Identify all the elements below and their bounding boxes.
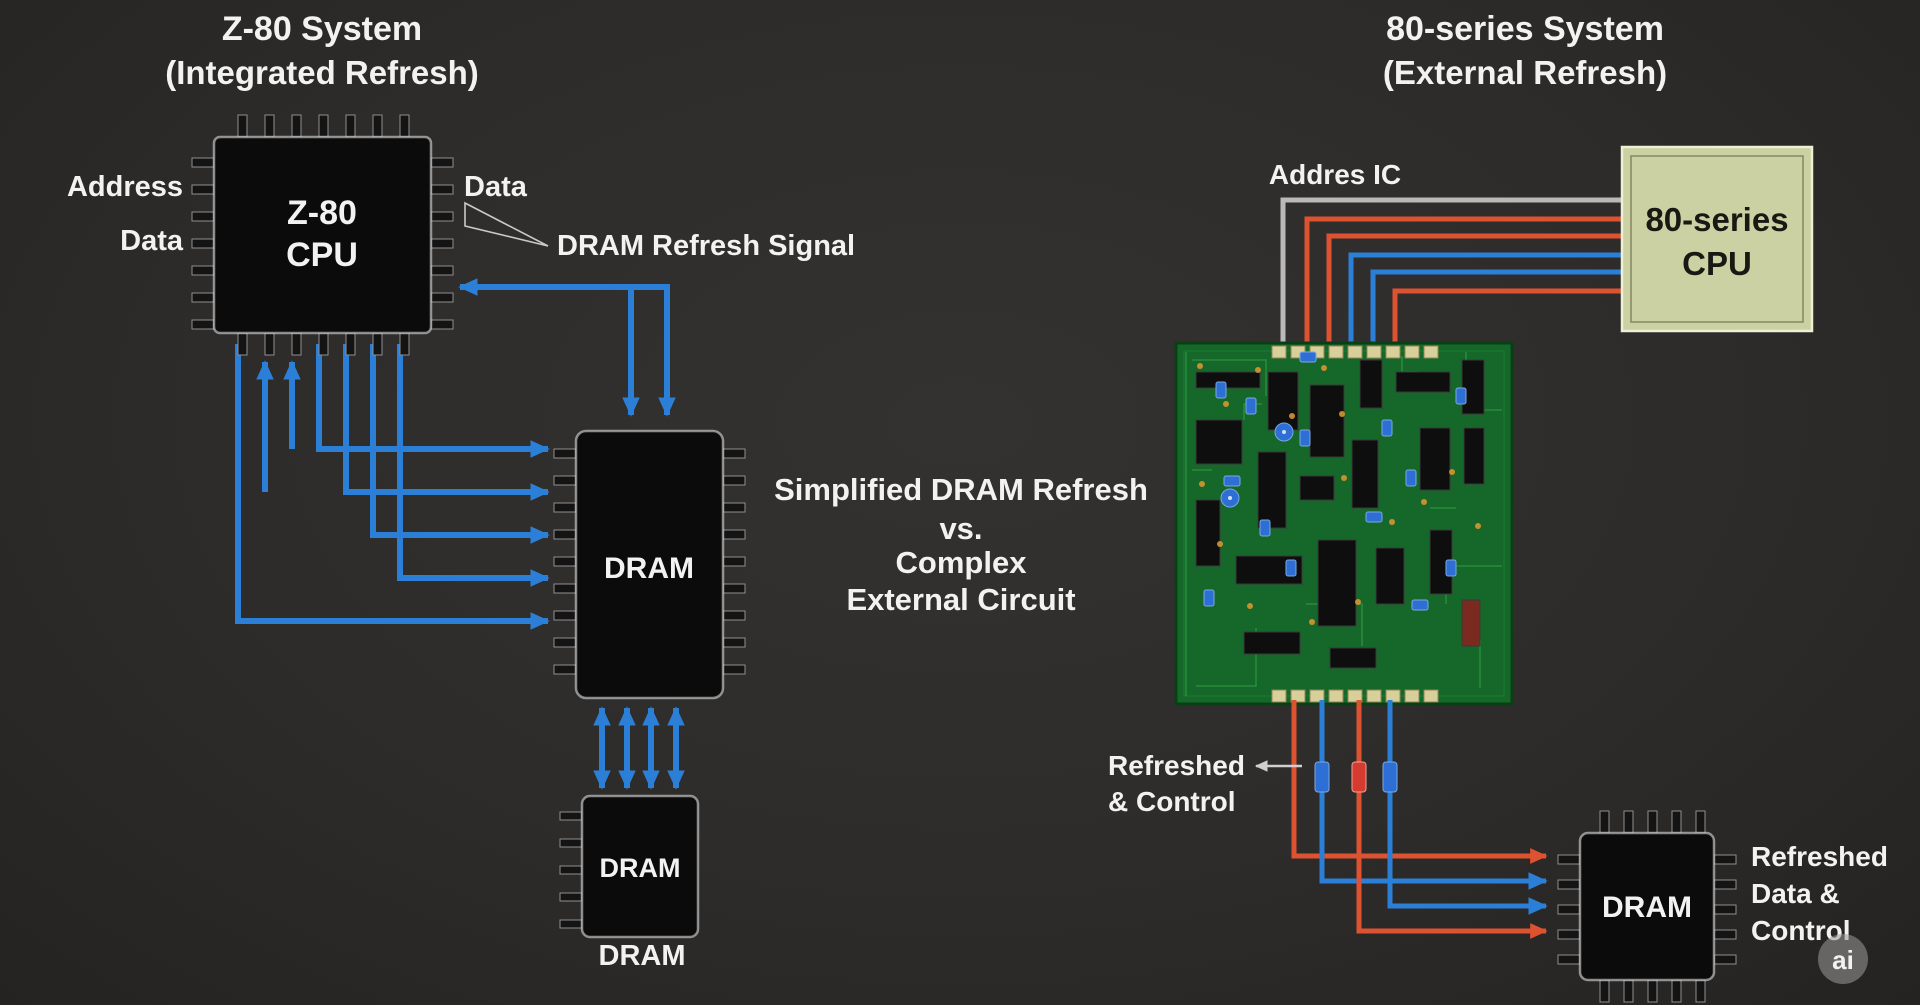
cpu80-inner-border (1630, 155, 1804, 323)
comparison-line4: External Circuit (846, 582, 1075, 617)
dram-small-chip: DRAM (559, 794, 700, 939)
cpu80-label-line1: 80-series (1645, 201, 1788, 238)
z80-cpu-pins (191, 114, 454, 356)
dram-caption: DRAM (599, 940, 686, 972)
comparison-line3: Complex (896, 545, 1028, 580)
dram-small-label: DRAM (600, 853, 681, 883)
dram-right-label: DRAM (1602, 891, 1692, 924)
series80-subtitle: (External Refresh) (1383, 54, 1667, 91)
cpu80-body (1620, 145, 1814, 333)
comparison-line1: Simplified DRAM Refresh (774, 472, 1148, 507)
z80-cpu-label-line2: CPU (286, 236, 358, 274)
ai-watermark-circle-icon (1818, 934, 1868, 984)
data-right-label: Data (464, 171, 528, 203)
refreshed-control-line2: & Control (1108, 786, 1236, 817)
z80-title: Z-80 System (222, 10, 422, 48)
refresh-signal-pointer-icon (464, 201, 549, 247)
comparison-line2: vs. (939, 511, 982, 546)
dram-main-label: DRAM (604, 552, 694, 585)
dram-main-chip: DRAM (553, 429, 746, 700)
comparison-text: Simplified DRAM Refresh vs. Complex Exte… (774, 472, 1148, 617)
refreshed-data-line2: Data & (1751, 878, 1840, 909)
cpu80-chip: 80-series CPU (1620, 145, 1814, 333)
addres-ic-label: Addres IC (1269, 159, 1401, 190)
address-label: Address (67, 171, 183, 203)
dram-right-pins (1557, 810, 1737, 1003)
z80-subtitle: (Integrated Refresh) (165, 54, 479, 91)
dram-main-body (574, 429, 725, 700)
ai-watermark: ai (1818, 934, 1868, 984)
z80-system: Z-80 System (Integrated Refresh) (67, 10, 855, 972)
z80-cpu-label-line1: Z-80 (287, 194, 357, 232)
pcb-components (1195, 351, 1485, 669)
z80-cpu-body (212, 135, 433, 335)
inline-capacitors (1314, 761, 1398, 793)
cpu80-label-line2: CPU (1682, 245, 1752, 282)
z80-cpu-chip: Z-80 CPU (191, 114, 454, 356)
refreshed-data-line1: Refreshed (1751, 841, 1888, 872)
data-left-label: Data (120, 225, 184, 257)
dram-small-body (580, 794, 700, 939)
dram-right-chip: DRAM (1557, 810, 1737, 1003)
z80-blue-bus-arrows (235, 278, 685, 790)
ai-watermark-label: ai (1832, 945, 1854, 975)
dram-small-pins (559, 811, 583, 929)
refreshed-control-line1: Refreshed (1108, 750, 1245, 781)
pcb-board (1174, 341, 1514, 706)
dram-refresh-signal-label: DRAM Refresh Signal (557, 230, 855, 262)
series80-system: 80-series System (External Refresh) Addr… (1108, 10, 1888, 1003)
series80-title: 80-series System (1386, 10, 1664, 48)
pcb-to-dram-wires (1291, 700, 1548, 939)
cpu-to-pcb-wires (1280, 197, 1622, 352)
dram-right-body (1578, 831, 1716, 982)
